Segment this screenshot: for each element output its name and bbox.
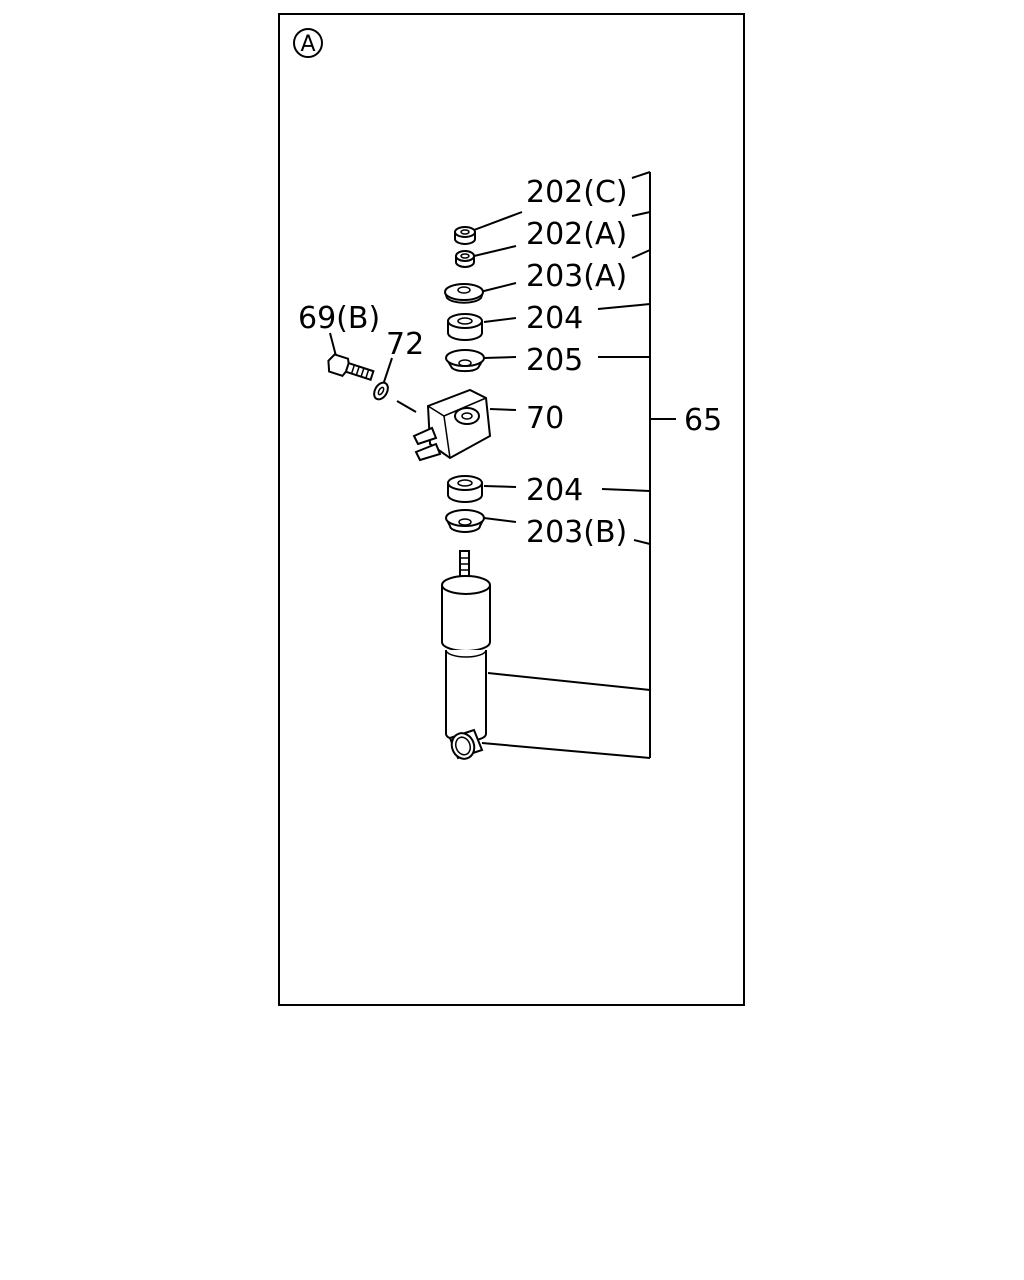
part-203b-washer — [445, 509, 485, 533]
label-72: 72 — [386, 327, 424, 362]
label-202c: 202(C) — [526, 175, 628, 210]
part-205-cup-washer — [445, 349, 485, 373]
part-203a-washer — [444, 283, 484, 304]
view-marker-circle-icon — [293, 28, 323, 58]
label-203a: 203(A) — [526, 259, 627, 294]
label-70: 70 — [526, 401, 564, 436]
part-70-bracket — [412, 388, 492, 462]
label-65: 65 — [684, 403, 722, 438]
view-marker: A — [293, 28, 323, 58]
leader-lines — [329, 211, 523, 523]
view-marker-text: A — [300, 32, 315, 57]
part-69b-bolt — [327, 353, 375, 382]
label-202a: 202(A) — [526, 217, 627, 252]
label-204-lower: 204 — [526, 473, 583, 508]
part-labels: 202(C) 202(A) 203(A) 204 205 69(B) 72 70… — [298, 175, 722, 550]
diagram-frame — [278, 13, 745, 1006]
part-202a-nut — [455, 250, 475, 268]
assembly-bracket — [481, 171, 676, 759]
label-69b: 69(B) — [298, 301, 380, 336]
part-72-washer — [373, 381, 389, 401]
part-204-lower-bushing — [447, 475, 483, 503]
part-202c-nut — [454, 226, 476, 245]
shock-absorber — [441, 550, 491, 760]
part-204-upper-bushing — [447, 313, 483, 341]
label-205: 205 — [526, 343, 583, 378]
label-204-upper: 204 — [526, 301, 583, 336]
label-203b: 203(B) — [526, 515, 627, 550]
